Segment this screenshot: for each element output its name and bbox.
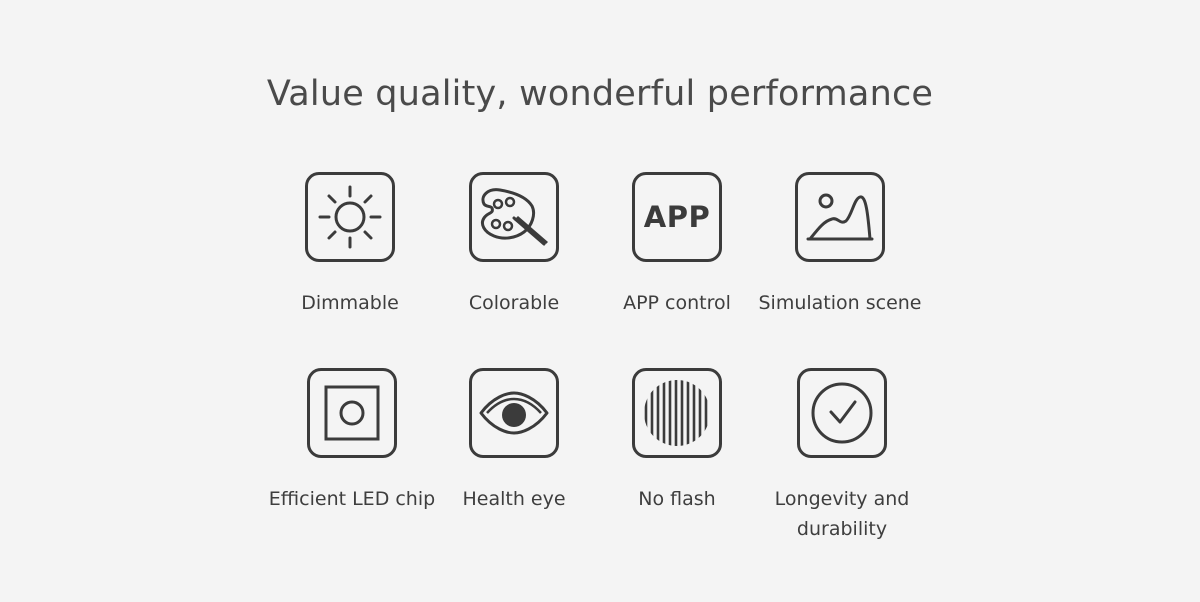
feature-label: Health eye: [462, 488, 566, 510]
feature-label: Dimmable: [301, 292, 399, 314]
feature-label: Efficient LED chip: [268, 488, 436, 510]
feature-longevity-durability: Longevity and durability: [747, 368, 937, 544]
feature-colorable: Colorable: [419, 172, 609, 318]
no-flash-icon: [632, 368, 722, 458]
feature-efficient-led-chip: Efficient LED chip: [257, 368, 447, 514]
feature-label: APP control: [623, 292, 731, 314]
feature-label: Longevity and durability: [774, 488, 910, 540]
sun-icon: [305, 172, 395, 262]
app-icon-text: APP: [643, 200, 711, 234]
eye-icon: [469, 368, 559, 458]
feature-label: No flash: [638, 488, 716, 510]
clock-check-icon: [797, 368, 887, 458]
palette-icon: [469, 172, 559, 262]
feature-health-eye: Health eye: [419, 368, 609, 514]
feature-label: Simulation scene: [758, 292, 922, 314]
feature-no-flash: No flash: [582, 368, 772, 514]
page-title: Value quality, wonderful performance: [266, 74, 934, 114]
app-icon: APP: [632, 172, 722, 262]
feature-app-control: APP APP control: [582, 172, 772, 318]
feature-dimmable: Dimmable: [255, 172, 445, 318]
landscape-icon: [795, 172, 885, 262]
feature-simulation-scene: Simulation scene: [745, 172, 935, 318]
chip-icon: [307, 368, 397, 458]
feature-label: Colorable: [468, 292, 560, 314]
